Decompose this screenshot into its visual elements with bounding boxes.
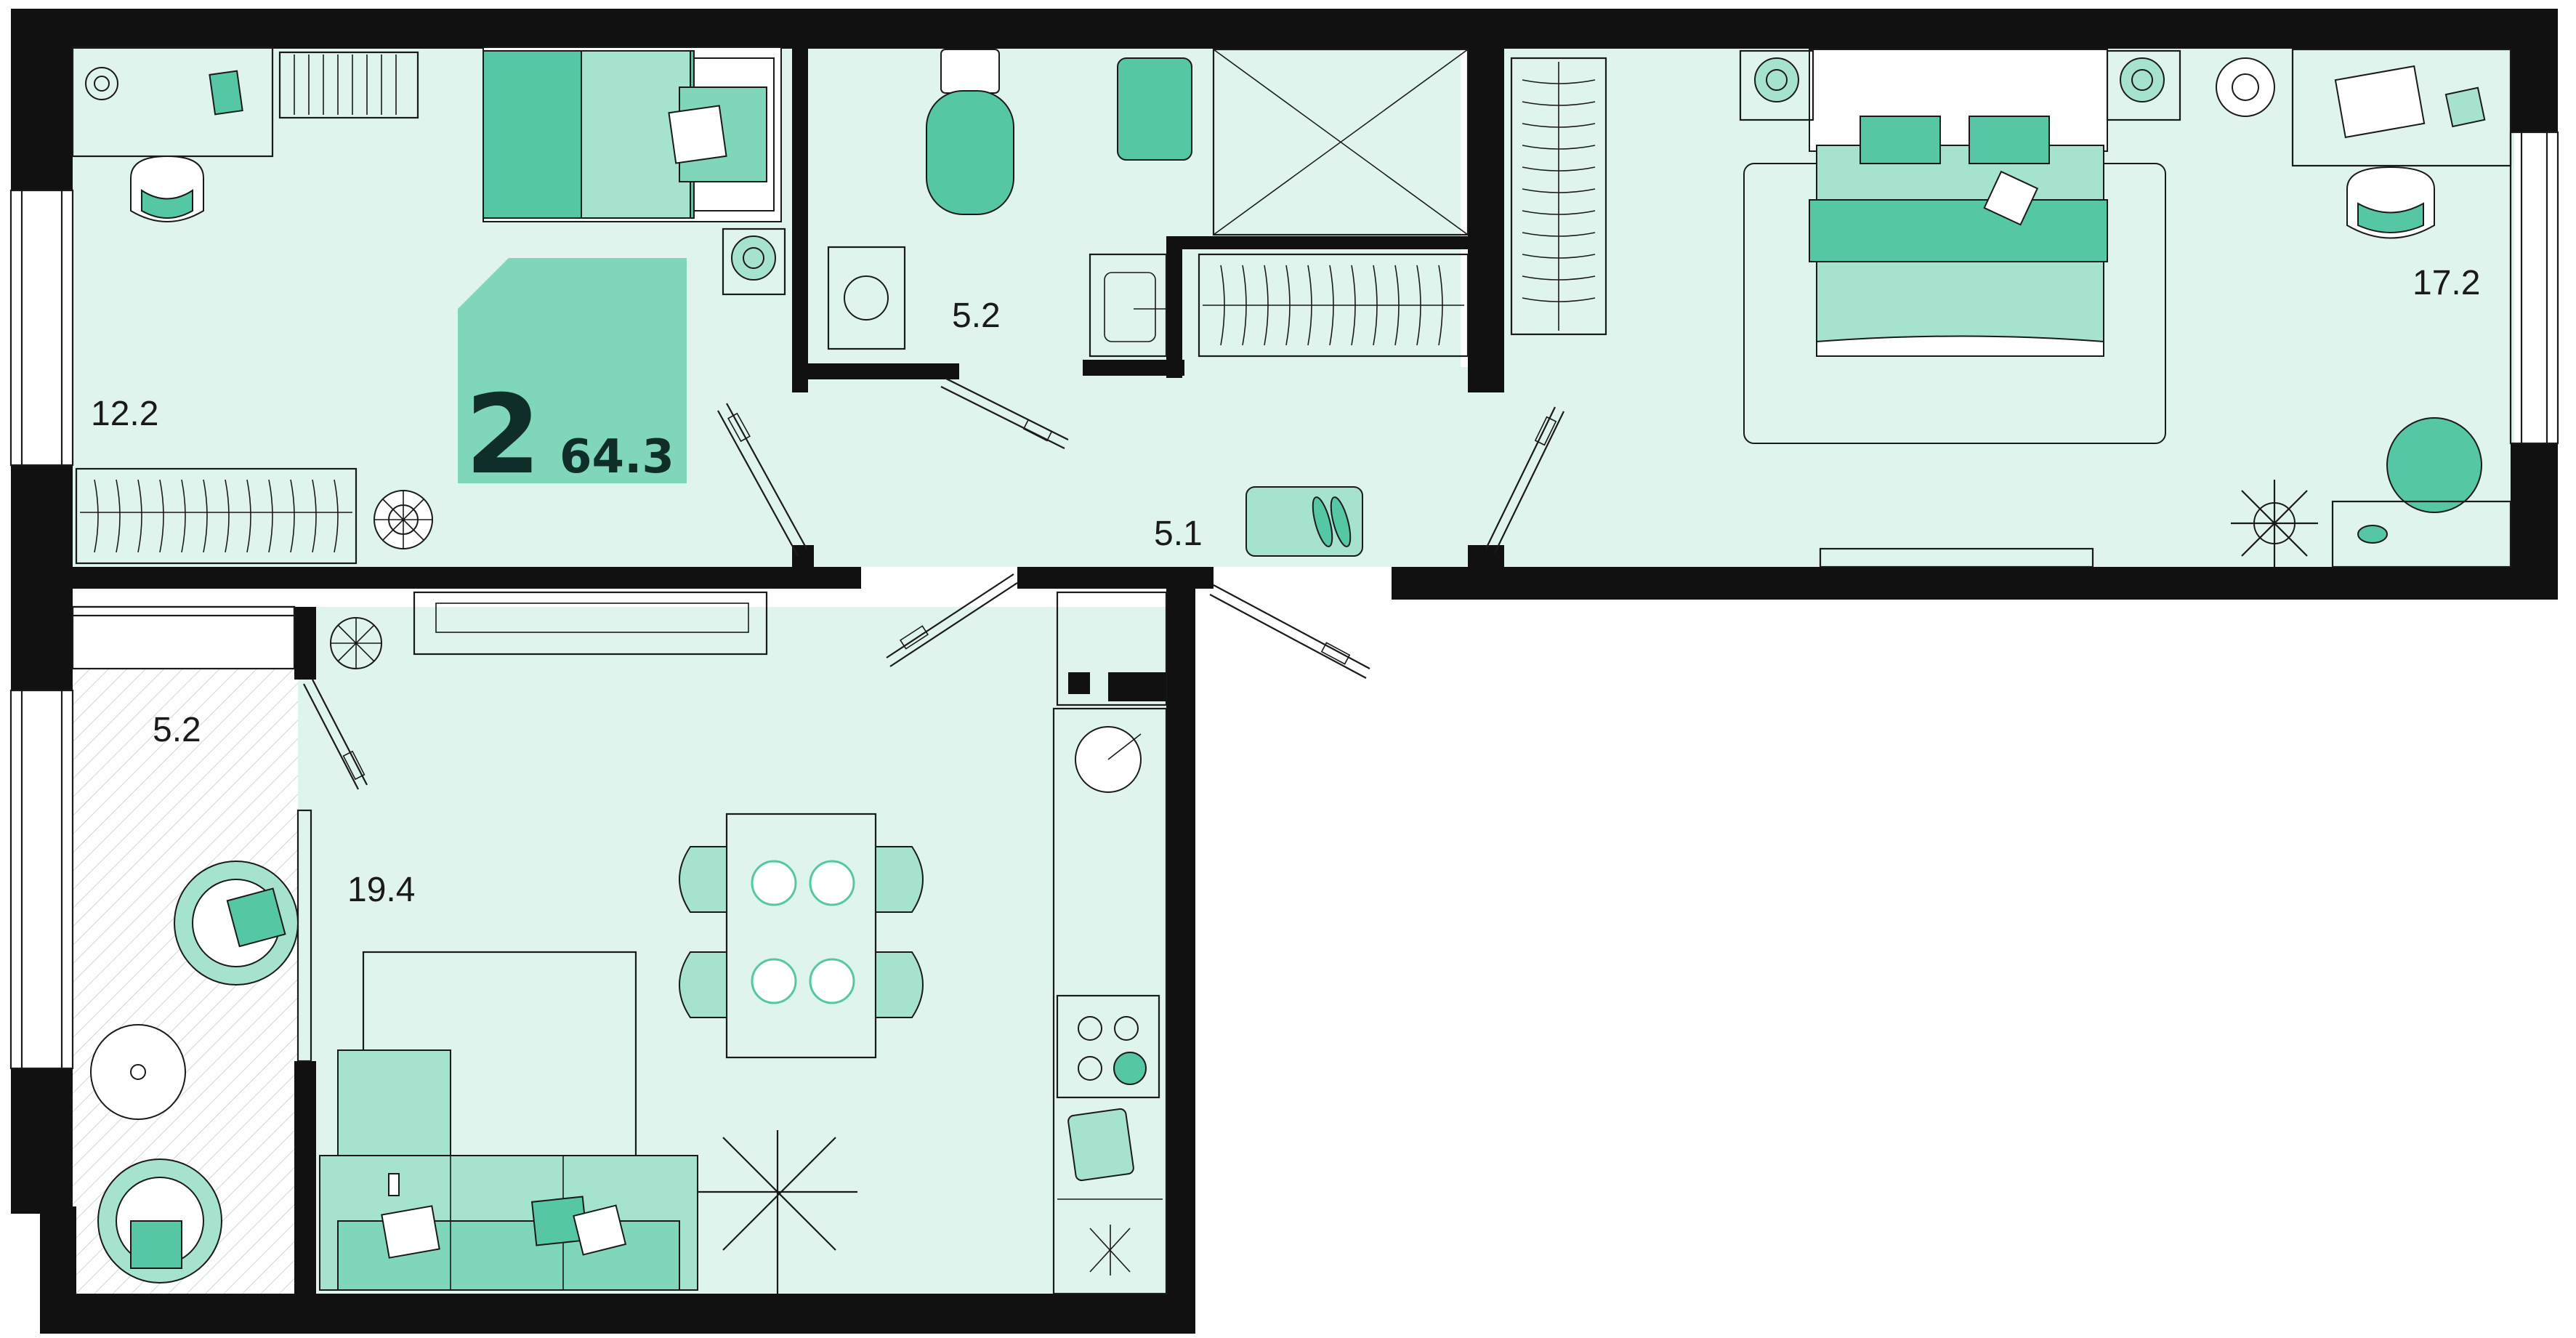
plant-icon xyxy=(698,1130,857,1294)
bedroom-left-furniture xyxy=(71,46,786,565)
bedroom-right-furniture xyxy=(1510,48,2512,568)
toilet xyxy=(926,49,1014,215)
door-living xyxy=(886,573,1018,667)
desk-chair-right xyxy=(2346,166,2435,239)
door-entrance xyxy=(1209,584,1370,679)
bath-mat xyxy=(1117,57,1192,161)
cutting-board-icon xyxy=(1067,1108,1134,1182)
area-bathroom: 5.2 xyxy=(952,297,1001,335)
book-icon xyxy=(209,70,243,116)
door-bathroom xyxy=(940,377,1069,449)
doors xyxy=(303,377,1564,790)
door-bedroom-left xyxy=(717,403,807,557)
bed-left xyxy=(483,47,782,222)
fridge-icon xyxy=(1089,1225,1131,1275)
bedside-lamp xyxy=(722,227,786,296)
total-area: 64.3 xyxy=(560,430,674,484)
shower-tray xyxy=(1212,48,1469,236)
flower-icon xyxy=(85,67,118,100)
sofa xyxy=(319,1049,698,1291)
plant-icon xyxy=(2216,57,2275,117)
bookshelf xyxy=(278,51,419,119)
pillow-icon xyxy=(1860,116,1941,164)
tv-stand xyxy=(413,591,768,656)
living-kitchen-furniture xyxy=(319,591,1168,1295)
hallway-furniture xyxy=(1198,253,1469,557)
hallway-wardrobe xyxy=(1198,253,1469,358)
desk-chair xyxy=(130,155,204,222)
remote-icon xyxy=(388,1173,400,1196)
balcony-furniture xyxy=(90,861,299,1283)
radiator xyxy=(1819,547,2094,568)
nightstand-left xyxy=(1739,49,1814,121)
area-bedroom-left: 12.2 xyxy=(91,395,158,433)
book-icon xyxy=(1983,170,2039,226)
door-balcony xyxy=(303,679,368,790)
bathroom-furniture xyxy=(827,48,1469,358)
bed-right xyxy=(1809,49,2108,357)
shoe-mat xyxy=(1245,486,1363,557)
washing-machine xyxy=(827,246,906,350)
armchair xyxy=(174,861,299,986)
pouf xyxy=(2386,417,2482,513)
area-hallway: 5.1 xyxy=(1154,515,1203,553)
area-living-kitchen: 19.4 xyxy=(347,871,415,909)
plant-icon xyxy=(374,490,433,549)
kitchen-units xyxy=(1052,591,1168,1295)
walls xyxy=(11,9,2558,1334)
armchair xyxy=(97,1158,222,1283)
sink xyxy=(1089,253,1168,358)
pillow-icon xyxy=(226,887,286,948)
area-bedroom-right: 17.2 xyxy=(2413,264,2480,302)
wardrobe-right xyxy=(1510,57,1607,336)
side-table xyxy=(90,1024,186,1120)
stove-icon xyxy=(1056,994,1160,1099)
dresser xyxy=(2331,500,2512,568)
laptop-icon xyxy=(2334,65,2426,139)
plant-icon xyxy=(2231,480,2318,567)
rooms-count: 2 xyxy=(465,372,541,499)
shoe-icon xyxy=(1312,496,1333,547)
room-labels: 12.2 5.2 17.2 5.1 5.2 19.4 xyxy=(91,264,2480,909)
pillow-icon xyxy=(381,1205,440,1259)
apartment-badge: 2 64.3 xyxy=(458,258,687,499)
dining-chairs xyxy=(679,846,924,1018)
dining-table xyxy=(725,813,877,1059)
door-bedroom-right xyxy=(1485,406,1564,554)
area-balcony: 5.2 xyxy=(153,711,201,749)
wardrobe-left xyxy=(75,467,358,565)
desk-right xyxy=(2291,48,2512,167)
windows xyxy=(9,131,2559,1070)
plant-icon xyxy=(330,617,382,669)
nightstand-right xyxy=(2106,49,2181,121)
floor-hallway xyxy=(792,367,1519,567)
